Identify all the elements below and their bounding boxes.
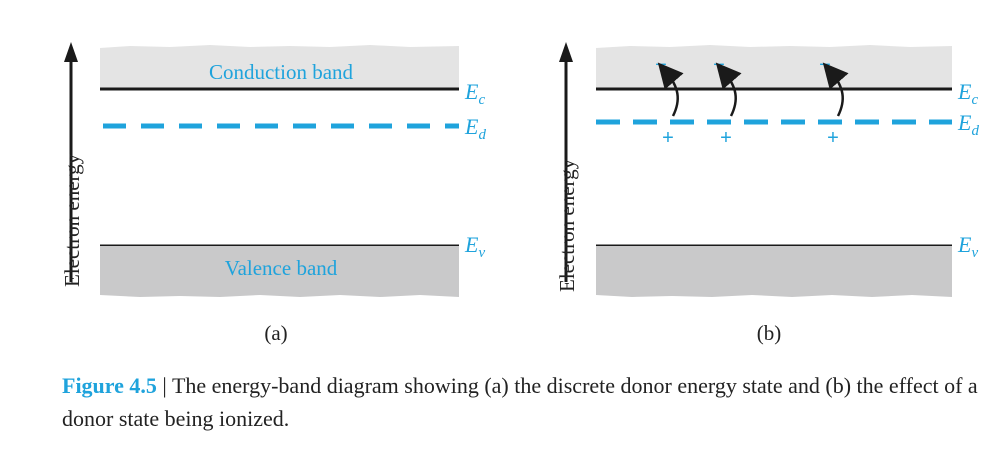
conduction-band-region-a (100, 45, 459, 89)
excitation-arrow-3 (822, 62, 849, 117)
energy-axis-a (64, 42, 78, 282)
excitation-arrow-1 (657, 62, 684, 117)
panel-label-b: (b) (757, 321, 782, 345)
valence-band-label: Valence band (225, 256, 338, 280)
electron-sign-3: − (819, 54, 831, 76)
electron-sign-1: − (655, 54, 667, 76)
axis-label-b: Electron energy (555, 158, 579, 292)
ec-label-b: Ec (957, 79, 978, 108)
conduction-band-label: Conduction band (209, 60, 354, 84)
valence-band-region-b (596, 246, 952, 297)
axis-arrowhead-a (64, 42, 78, 62)
ion-sign-3: + (827, 127, 839, 149)
figure-number: Figure 4.5 (62, 373, 157, 398)
caption-text: The energy-band diagram showing (a) the … (62, 373, 978, 431)
ion-sign-2: + (720, 127, 732, 149)
ev-label-b: Ev (957, 232, 978, 261)
ev-label-a: Ev (464, 232, 485, 261)
ion-sign-1: + (662, 127, 674, 149)
panel-label-a: (a) (264, 321, 287, 345)
axis-label-a: Electron energy (60, 153, 84, 287)
energy-axis-b (559, 42, 573, 282)
ed-label-a: Ed (464, 114, 486, 143)
caption-separator: | (156, 373, 172, 398)
valence-band-region-a (100, 246, 459, 297)
conduction-band-region-b (596, 45, 952, 89)
panel-b: Electron energy Ec − − − Ed + + + Ev (b) (555, 42, 979, 345)
ed-label-b: Ed (957, 110, 979, 139)
panel-a: Electron energy Conduction band Ec Ed Va… (60, 42, 486, 345)
ec-label-a: Ec (464, 79, 485, 108)
excitation-arrow-2 (715, 62, 742, 117)
axis-arrowhead-b (559, 42, 573, 62)
figure-caption: Figure 4.5 | The energy-band diagram sho… (62, 369, 992, 435)
electron-sign-2: − (713, 54, 725, 76)
